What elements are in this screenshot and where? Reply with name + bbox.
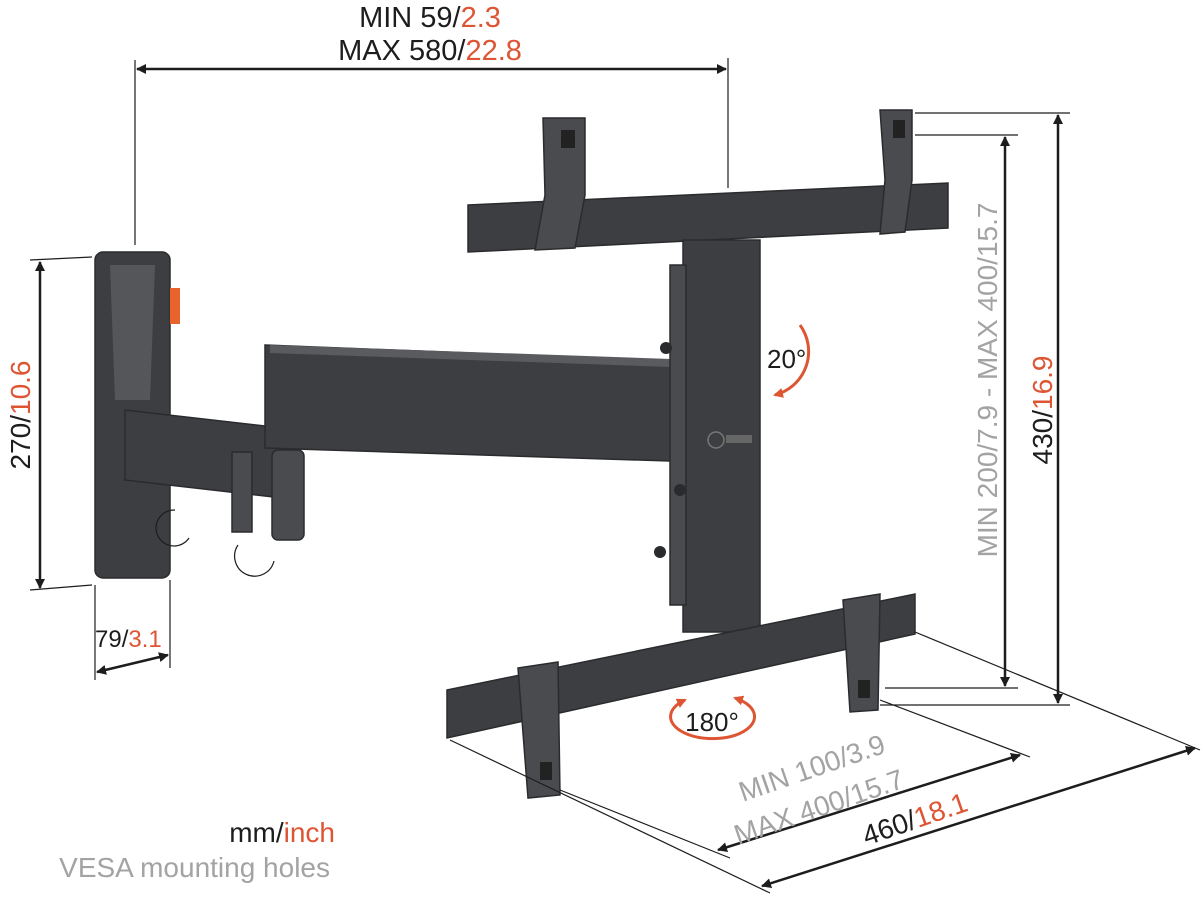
tilt-label: 20° xyxy=(767,344,806,374)
top-left-bracket xyxy=(534,117,586,251)
dimension-lines xyxy=(29,58,1201,894)
arm-highlight xyxy=(270,345,700,368)
vesa-vertical-label: MIN 200/7.9 - MAX 400/15.7 xyxy=(972,203,1003,558)
wall-plate-orange-tab xyxy=(170,288,180,324)
knob xyxy=(674,484,686,496)
cable-clip xyxy=(234,544,275,577)
total-width-dimension-line xyxy=(761,745,1196,889)
unit-legend: mm/inch xyxy=(229,817,335,848)
plate-height-label: 270/10.6 xyxy=(5,361,36,470)
depth-min-label: MIN 59/2.3 xyxy=(359,2,501,34)
column-rail xyxy=(669,264,687,606)
knob xyxy=(654,546,666,558)
vesa-note: VESA mounting holes xyxy=(59,852,330,883)
bracket-slot xyxy=(540,762,552,780)
top-bar xyxy=(467,182,949,253)
plate-width-dimension-line xyxy=(96,652,169,675)
bracket-slot xyxy=(858,680,870,698)
bottom-right-bracket xyxy=(842,593,881,713)
plate-width-label: 79/3.1 xyxy=(95,626,162,653)
tv-wall-mount-illustration xyxy=(94,109,949,799)
brand-logo xyxy=(707,431,752,449)
swivel-rotation-arrow xyxy=(669,695,757,741)
arm-strap xyxy=(231,451,253,533)
bracket-slot xyxy=(893,120,905,138)
bottom-bar xyxy=(446,593,916,739)
swivel-label: 180° xyxy=(685,707,739,737)
wall-plate-cover xyxy=(110,265,155,400)
tilt-rotation-arrow xyxy=(773,324,811,398)
bottom-left-bracket xyxy=(517,661,561,799)
depth-max-label: MAX 580/22.8 xyxy=(338,35,522,67)
knob xyxy=(660,342,672,354)
total-height-label: 430/16.9 xyxy=(1027,356,1058,465)
cable-clip xyxy=(155,509,190,547)
top-right-bracket xyxy=(879,109,913,235)
bracket-slot xyxy=(561,130,575,148)
elbow-joint xyxy=(271,449,305,541)
